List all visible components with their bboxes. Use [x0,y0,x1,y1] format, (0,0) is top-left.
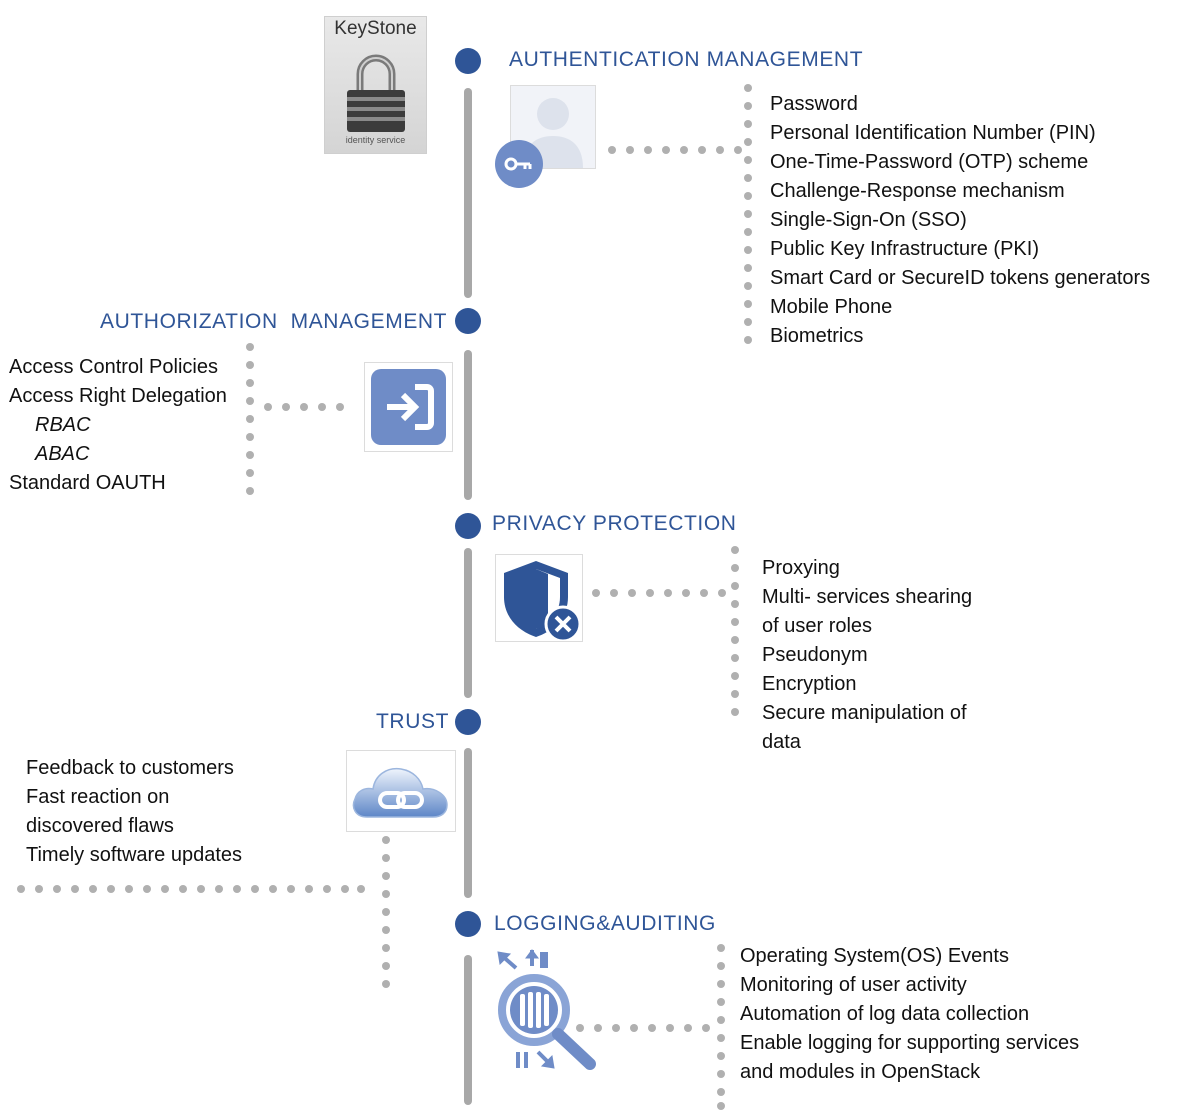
list-item: Access Right Delegation [9,385,227,407]
list-item: Secure manipulation of [762,702,967,724]
timeline-bar-1 [464,88,472,298]
privacy-list: Proxying Multi- services shearing of use… [762,554,972,757]
list-item: Access Control Policies [9,356,218,378]
list-item: Multi- services shearing [762,586,973,608]
list-item: Standard OAUTH [9,472,166,494]
logging-list: Operating System(OS) Events Monitoring o… [740,942,1079,1087]
timeline-node-authorization [455,308,481,334]
list-item: Automation of log data collection [740,1003,1030,1025]
authentication-list: Password Personal Identification Number … [770,90,1150,351]
timeline-node-privacy [455,513,481,539]
timeline-bar-4 [464,748,472,898]
keystone-logo-subtext: identity service [345,135,406,145]
timeline-bar-5 [464,955,472,1105]
timeline-node-trust [455,709,481,735]
keystone-logo-text: KeyStone [334,18,417,39]
list-item: Mobile Phone [770,296,893,318]
shield-icon [495,554,583,643]
trust-connector-vertical [381,836,391,988]
list-item: Proxying [762,557,840,579]
list-item: discovered flaws [26,815,174,837]
list-item: Biometrics [770,325,864,347]
logging-title: LOGGING&AUDITING [494,912,716,935]
timeline-node-logging [455,911,481,937]
list-item: Enable logging for supporting services [740,1032,1080,1054]
authorization-title: AUTHORIZATION MANAGEMENT [100,310,448,333]
logging-connector-horizontal [576,1023,716,1033]
list-item: Feedback to customers [26,757,234,779]
list-item: and modules in OpenStack [740,1061,981,1083]
keystone-logo: KeyStone identity service [324,16,427,154]
list-item: Personal Identification Number (PIN) [770,122,1096,144]
log-inspection-icon [497,949,596,1070]
authentication-connector-vertical [743,84,753,344]
privacy-connector-vertical [730,546,740,718]
list-item: Encryption [762,673,857,695]
trust-connector-horizontal [17,884,365,894]
privacy-connector-horizontal [592,588,732,598]
privacy-title: PRIVACY PROTECTION [492,512,737,535]
key-icon [495,140,543,188]
list-item: Smart Card or SecureID tokens generators [770,267,1151,289]
list-item: Challenge-Response mechanism [770,180,1065,202]
list-item: ABAC [35,443,90,465]
list-item: Timely software updates [26,844,243,866]
authorization-connector-horizontal [264,402,350,412]
trust-list: Feedback to customers Fast reaction on d… [26,754,242,870]
timeline-bar-3 [464,548,472,698]
list-item: Operating System(OS) Events [740,945,1009,967]
list-item: of user roles [762,615,873,637]
cloud-link-icon [346,750,456,832]
sign-in-icon [364,362,453,452]
timeline-node-authentication [455,48,481,74]
trust-title: TRUST [376,710,449,733]
list-item: RBAC [35,414,91,436]
authorization-connector-vertical [245,343,255,495]
list-item: Public Key Infrastructure (PKI) [770,238,1039,260]
padlock-icon [347,54,405,132]
authorization-list: Access Control Policies Access Right Del… [9,353,227,498]
authentication-connector-horizontal [608,145,748,155]
list-item: Fast reaction on [26,786,170,808]
list-item: Monitoring of user activity [740,974,967,996]
list-item: Single-Sign-On (SSO) [770,209,967,231]
list-item: Pseudonym [762,644,868,666]
list-item: data [762,731,801,753]
list-item: Password [770,93,858,115]
list-item: One-Time-Password (OTP) scheme [770,151,1089,173]
timeline-bar-2 [464,350,472,500]
logging-connector-vertical [716,944,726,1110]
authentication-title: AUTHENTICATION MANAGEMENT [509,48,864,71]
